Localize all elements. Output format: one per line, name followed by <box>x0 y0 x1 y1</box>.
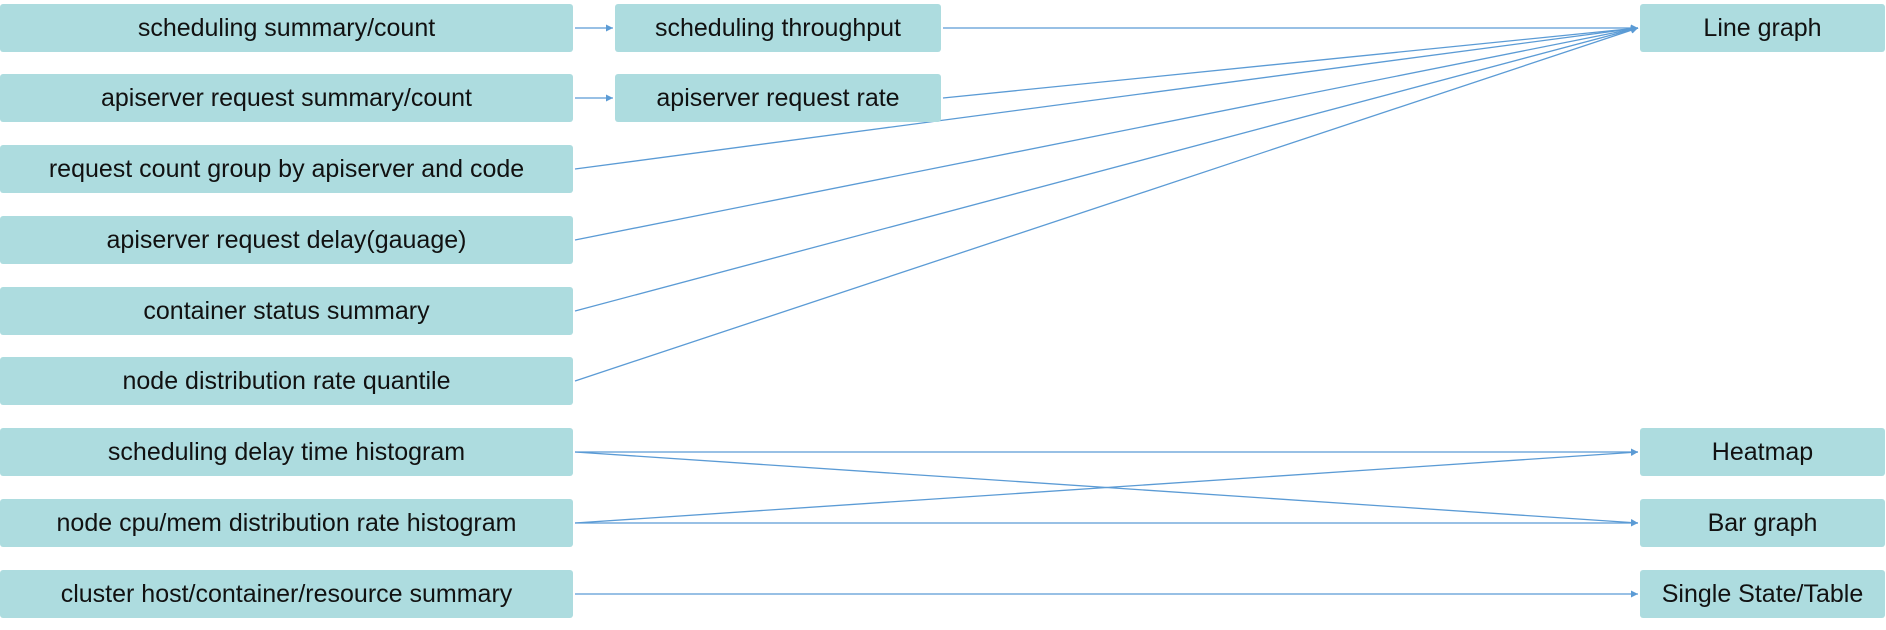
edge-s8-to-o2 <box>574 448 1639 524</box>
node-apiserver-request-rate: apiserver request rate <box>615 74 941 122</box>
node-scheduling-delay-time-histogram: scheduling delay time histogram <box>0 428 573 476</box>
edge-s6-to-o1 <box>574 26 1639 382</box>
node-container-status-summary: container status summary <box>0 287 573 335</box>
edge-s5-to-o1 <box>574 26 1639 312</box>
node-node-distribution-rate-quantile: node distribution rate quantile <box>0 357 573 405</box>
node-single-state-table: Single State/Table <box>1640 570 1885 618</box>
node-bar-graph: Bar graph <box>1640 499 1885 547</box>
node-request-count-group-by-apiserver: request count group by apiserver and cod… <box>0 145 573 193</box>
node-scheduling-summary-count: scheduling summary/count <box>0 4 573 52</box>
node-cluster-host-container-resource-summary: cluster host/container/resource summary <box>0 570 573 618</box>
edge-s4-to-o1 <box>574 25 1639 241</box>
node-line-graph: Line graph <box>1640 4 1885 52</box>
node-scheduling-throughput: scheduling throughput <box>615 4 941 52</box>
node-heatmap: Heatmap <box>1640 428 1885 476</box>
node-node-cpu-mem-distribution-histogram: node cpu/mem distribution rate histogram <box>0 499 573 547</box>
edge-m2-to-o1 <box>942 25 1639 99</box>
node-apiserver-request-delay: apiserver request delay(gauage) <box>0 216 573 264</box>
node-apiserver-request-summary-count: apiserver request summary/count <box>0 74 573 122</box>
edge-s3-to-o1 <box>574 25 1639 170</box>
